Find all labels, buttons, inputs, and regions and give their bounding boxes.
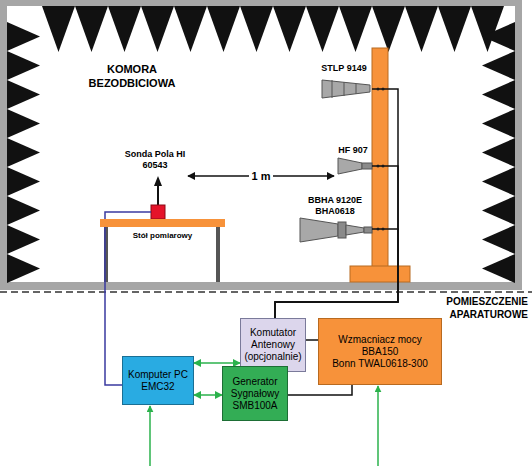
connector [194,362,240,364]
absorber-cone [482,138,515,167]
absorber-cone [207,6,240,52]
absorber-cone [405,6,438,52]
probe-body [151,205,165,219]
node-detail: BBA150 [362,346,399,358]
absorber-cone [372,6,405,52]
node-title: Komputer PC [128,369,188,381]
antenna-node: HF 907 [334,144,372,180]
absorber-cone [141,6,174,52]
absorber-cone [471,6,504,52]
horn-antenna [300,218,338,242]
absorber-cone [7,254,40,283]
absorber-cone [482,109,515,138]
node-title: Generator Sygnałowy [227,376,283,400]
absorber-cone [339,6,372,52]
absorber-cone [42,6,75,52]
absorber-cone [7,167,40,196]
connector [275,166,398,318]
antenna-element [344,82,345,96]
node-title: Sonda Pola HI 60543 [122,149,188,171]
computer-box: Komputer PCEMC32 [122,356,194,405]
node-detail: Bonn TWAL0618-300 [332,358,428,370]
power-feed [377,386,379,466]
node-detail: EMC32 [141,381,174,393]
dimension-label: 1 m [249,170,274,182]
absorber-cone [306,6,339,52]
chamber-wall [0,0,522,290]
absorber-cone [482,51,515,80]
area-label: POMIESZCZENIE APARATUROWE [430,295,528,321]
horn-antenna [346,225,364,235]
horn-feed [362,163,372,169]
antenna-mast [372,48,388,268]
connector [288,385,352,395]
absorber-cone [482,196,515,225]
node-title: Komutator Antenowy [245,327,301,351]
probe-cable [122,211,151,213]
node-detail: (opcjonalnie) [244,351,301,363]
absorber-cone [482,254,515,283]
antenna-element [332,80,333,98]
absorber-cone [482,22,515,51]
connector [105,212,122,385]
node-title: Stół pomiarowy [133,231,193,241]
absorber-cone [7,22,40,51]
node-title: Wzmacniacz mocy [338,334,421,346]
table-leg [216,227,220,282]
table-node: Stół pomiarowy [100,219,225,249]
absorber-cone [75,6,108,52]
absorber-cone [7,51,40,80]
generator-box: Generator SygnałowySMB100A [222,366,288,421]
area-label: KOMORA BEZODBICIOWA [82,62,182,90]
node-title: BBHA 9120E BHA0618 [298,195,372,217]
absorber-cone [7,109,40,138]
node-title: HF 907 [338,145,368,156]
absorber-cone [7,225,40,254]
absorber-cone [7,80,40,109]
antenna-node: STLP 9149 [316,62,372,100]
absorber-cone [482,167,515,196]
mast-base [350,266,410,282]
connector [306,339,318,341]
power-feed [149,406,151,466]
absorber-cone [108,6,141,52]
absorber-cone [7,138,40,167]
room-divider [0,291,532,293]
antenna-element [356,84,357,94]
antenna-node: BBHA 9120E BHA0618 [298,194,372,244]
horn-antenna [338,158,362,174]
absorber-cone [482,225,515,254]
absorber-cone [240,6,273,52]
connector [275,89,398,318]
connector [275,229,398,318]
absorber-cone [438,6,471,52]
probe-head [154,176,162,186]
absorber-cone [482,80,515,109]
absorber-cone [273,6,306,52]
absorber-cone [7,196,40,225]
horn-feed [364,227,372,233]
log-periodic-antenna [322,80,370,98]
horn-flange [338,222,346,238]
absorber-cones [7,6,515,283]
absorber-cone [174,6,207,52]
switch-box: Komutator Antenowy(opcjonalnie) [240,318,306,372]
amplifier-box: Wzmacniacz mocyBBA150Bonn TWAL0618-300 [318,318,442,385]
chamber-interior [7,6,515,282]
node-title: STLP 9149 [321,63,366,74]
probe-node: Sonda Pola HI 60543 [122,148,188,218]
probe-stem [157,186,159,205]
node-detail: SMB100A [232,400,277,412]
connector [194,394,222,396]
